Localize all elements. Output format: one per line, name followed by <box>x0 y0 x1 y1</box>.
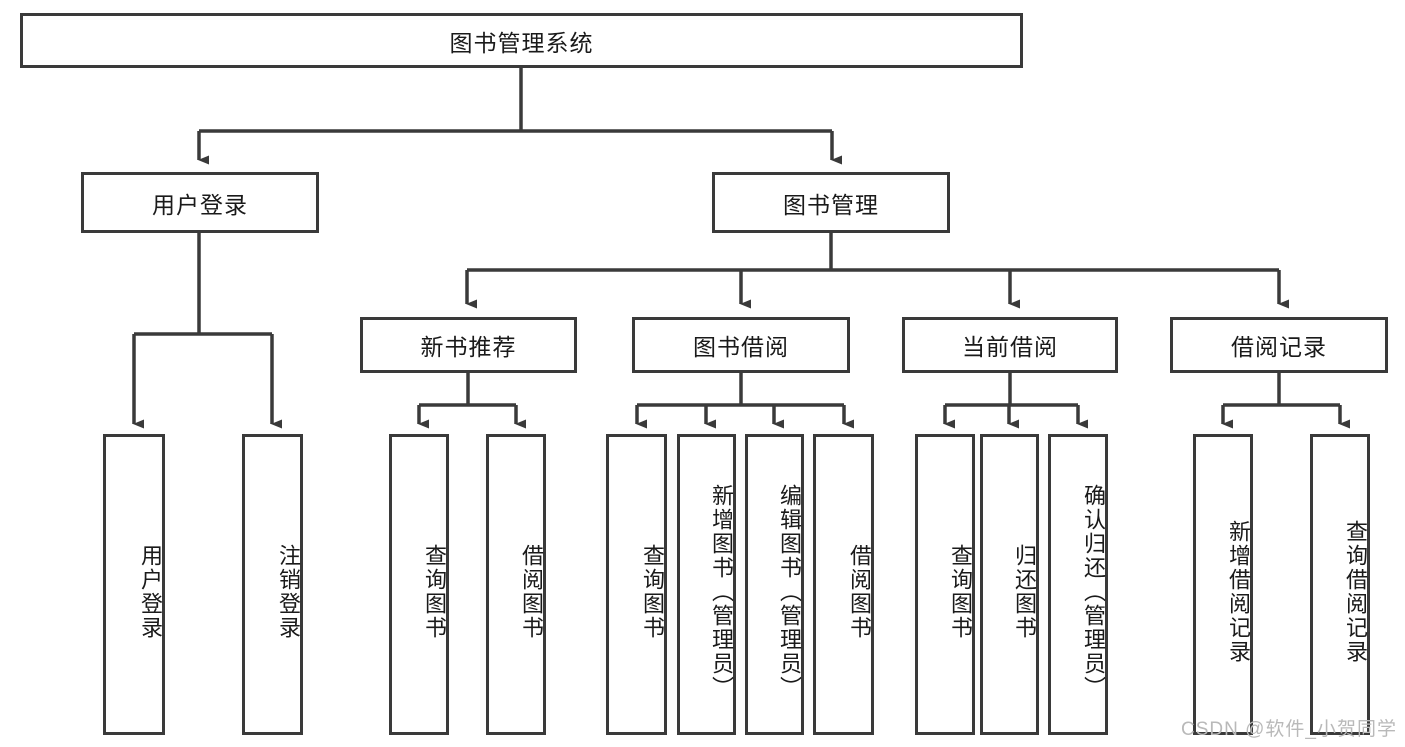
leaf-borrow-book-2[interactable]: 借阅图书 <box>813 434 874 735</box>
node-book-management-system[interactable]: 图书管理系统 <box>20 13 1023 68</box>
node-label: 查询借阅记录 <box>1343 519 1368 664</box>
node-label: 新增借阅记录 <box>1226 519 1251 664</box>
node-label: 注销登录 <box>276 543 301 640</box>
leaf-query-record[interactable]: 查询借阅记录 <box>1310 434 1370 735</box>
node-label: 图书管理系统 <box>449 29 594 56</box>
node-label: 图书借阅 <box>693 334 789 360</box>
leaf-edit-book[interactable]: 编辑图书（管理员） <box>745 434 804 735</box>
node-label: 用户登录 <box>152 191 248 218</box>
node-label: 借阅图书 <box>847 543 872 640</box>
node-label: 当前借阅 <box>962 334 1058 360</box>
leaf-confirm-return[interactable]: 确认归还（管理员） <box>1048 434 1108 735</box>
node-new-book-recommend[interactable]: 新书推荐 <box>360 317 577 373</box>
node-label: 借阅记录 <box>1231 334 1327 360</box>
leaf-return-book[interactable]: 归还图书 <box>980 434 1039 735</box>
leaf-add-book[interactable]: 新增图书（管理员） <box>677 434 736 735</box>
node-label: 编辑图书（管理员） <box>777 483 802 700</box>
leaf-add-record[interactable]: 新增借阅记录 <box>1193 434 1253 735</box>
leaf-query-book-3[interactable]: 查询图书 <box>915 434 975 735</box>
node-book-management[interactable]: 图书管理 <box>712 172 950 233</box>
node-label: 用户登录 <box>138 543 163 640</box>
leaf-borrow-book-1[interactable]: 借阅图书 <box>486 434 546 735</box>
leaf-logout-login[interactable]: 注销登录 <box>242 434 303 735</box>
node-label: 查询图书 <box>422 543 447 640</box>
node-label: 新增图书（管理员） <box>709 483 734 700</box>
node-label: 查询图书 <box>640 543 665 640</box>
node-label: 借阅图书 <box>519 543 544 640</box>
node-current-borrow[interactable]: 当前借阅 <box>902 317 1118 373</box>
leaf-query-book-2[interactable]: 查询图书 <box>606 434 667 735</box>
node-book-borrow[interactable]: 图书借阅 <box>632 317 850 373</box>
leaf-query-book-1[interactable]: 查询图书 <box>389 434 449 735</box>
node-label: 查询图书 <box>948 543 973 640</box>
node-borrow-record[interactable]: 借阅记录 <box>1170 317 1388 373</box>
node-label: 确认归还（管理员） <box>1081 483 1106 700</box>
watermark: CSDN @软件_小贺同学 <box>1181 719 1397 740</box>
leaf-user-login[interactable]: 用户登录 <box>103 434 165 735</box>
node-label: 新书推荐 <box>420 334 517 360</box>
node-user-login[interactable]: 用户登录 <box>81 172 319 233</box>
node-label: 图书管理 <box>783 191 879 218</box>
node-label: 归还图书 <box>1012 543 1037 640</box>
